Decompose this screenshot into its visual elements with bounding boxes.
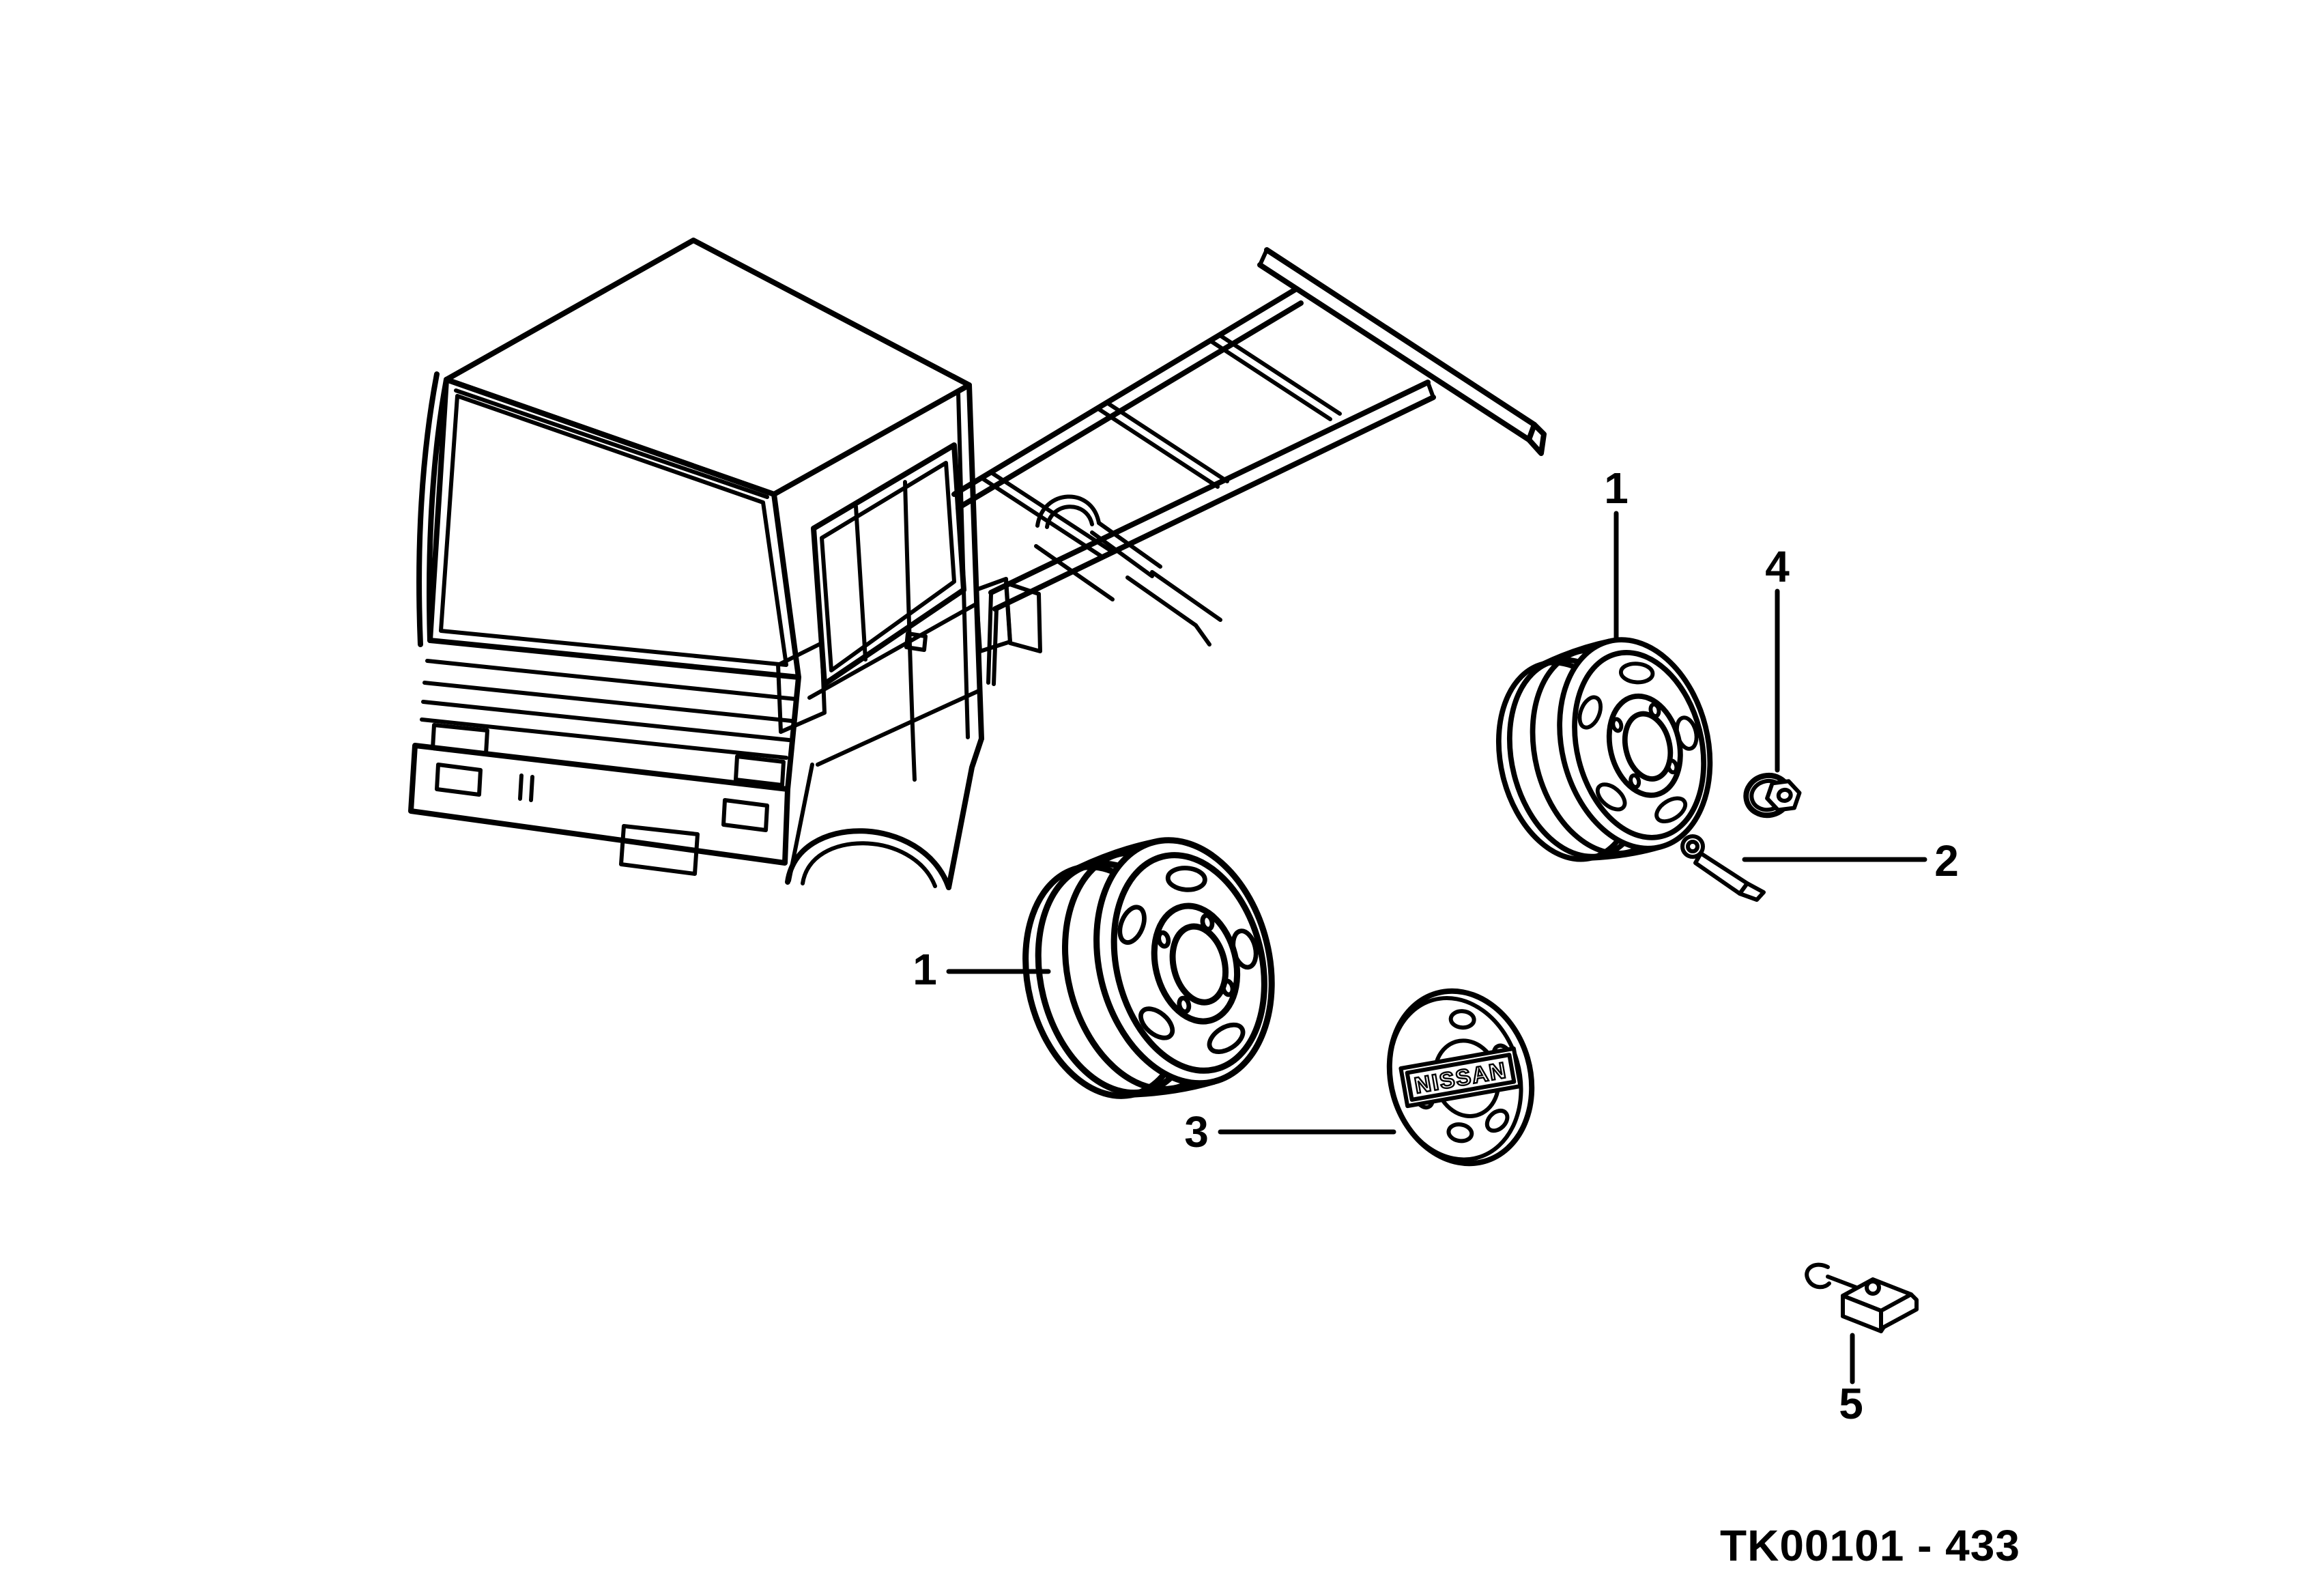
frame-far-rail bbox=[956, 300, 1304, 511]
clip-jaw bbox=[1879, 1292, 1919, 1333]
cab-roof bbox=[444, 238, 972, 497]
drawing-code: TK00101 - 433 bbox=[1720, 1521, 2020, 1570]
chassis-frame-drawing bbox=[951, 247, 1547, 612]
leaf-spring-line bbox=[1034, 544, 1115, 601]
wheel-cover-hole bbox=[1446, 1122, 1474, 1143]
door-handle bbox=[904, 631, 928, 652]
windshield-top-trim bbox=[454, 388, 769, 499]
frame-near-rail bbox=[992, 395, 1436, 612]
callout-label-2: 2 bbox=[1934, 836, 1959, 885]
callout-valve-stem: 2 bbox=[1742, 836, 1959, 885]
wheel-cover-hole bbox=[1484, 1108, 1510, 1133]
callout-front-wheel: 1 bbox=[913, 945, 1051, 994]
rocker-line bbox=[946, 736, 984, 890]
license-plate bbox=[619, 824, 700, 876]
windshield-inner-line bbox=[439, 394, 788, 667]
frame-crossmember bbox=[1095, 406, 1220, 489]
front-bumper bbox=[408, 743, 790, 866]
grille-line bbox=[422, 681, 794, 723]
callout-label-4: 4 bbox=[1765, 542, 1790, 591]
leaf-spring-line bbox=[1150, 570, 1222, 622]
wheel-cover-hole bbox=[1448, 1009, 1476, 1030]
frame-near-rail bbox=[988, 380, 1431, 595]
crossmember-end-cap bbox=[1526, 422, 1547, 456]
door-lower-window bbox=[776, 641, 827, 734]
crossmember-left-tip bbox=[1258, 248, 1269, 267]
frame-crossmember bbox=[1105, 401, 1229, 483]
cab-rear-drop-line bbox=[992, 607, 999, 686]
belt-line bbox=[807, 603, 977, 700]
leaf-spring-line bbox=[1125, 576, 1198, 627]
bumper-step-right bbox=[721, 798, 769, 832]
door-seam bbox=[903, 480, 917, 782]
nut-hex-body bbox=[1765, 779, 1802, 812]
cowl-line bbox=[425, 659, 798, 701]
axle-tube-line bbox=[1090, 530, 1154, 578]
bumper-tick bbox=[518, 773, 523, 801]
vent-window-divider bbox=[854, 505, 867, 662]
frame-crossmember bbox=[1218, 333, 1342, 416]
frame-crossmember bbox=[1208, 339, 1332, 421]
frame-rear-crossmember bbox=[1264, 247, 1537, 427]
cab-rear-drop-line bbox=[986, 592, 993, 685]
nut-center-hole bbox=[1776, 787, 1793, 804]
wheel-nut-drawing bbox=[1743, 772, 1802, 819]
nissan-badge-outer bbox=[1398, 1046, 1523, 1109]
bumper-tick bbox=[529, 775, 534, 802]
front-corner-edge bbox=[785, 674, 801, 792]
clip-knob bbox=[1865, 1279, 1881, 1296]
callout-clip: 5 bbox=[1839, 1333, 1863, 1428]
differential-arc-inner bbox=[1045, 505, 1094, 529]
side-crease-line bbox=[816, 689, 981, 767]
differential-arc bbox=[1035, 494, 1101, 528]
callout-label-5: 5 bbox=[1839, 1379, 1863, 1428]
callout-rear-wheel: 1 bbox=[1604, 464, 1629, 640]
valve-head-inner bbox=[1686, 840, 1699, 853]
windshield-outline bbox=[427, 377, 801, 680]
callout-label-1-rear: 1 bbox=[1604, 464, 1629, 513]
wheel-arch-inner bbox=[801, 841, 937, 888]
callout-label-3: 3 bbox=[1184, 1107, 1209, 1156]
frame-rear-crossmember bbox=[1257, 262, 1532, 442]
near-rail-end-cap bbox=[1426, 380, 1435, 399]
bumper-step-left bbox=[435, 763, 483, 797]
axle-tube-line bbox=[1097, 521, 1162, 569]
truck-cab-drawing bbox=[408, 238, 1042, 890]
callout-label-1-front: 1 bbox=[913, 945, 937, 994]
cab-left-inner-pillar bbox=[427, 377, 449, 643]
callout-wheel-cover: 3 bbox=[1184, 1107, 1396, 1156]
spring-shackle-line bbox=[1194, 623, 1211, 647]
nissan-badge: NISSAN bbox=[1398, 1046, 1523, 1109]
wheel-cover-drawing: NISSAN bbox=[1386, 988, 1535, 1167]
callout-wheel-nut: 4 bbox=[1765, 542, 1790, 773]
clip-drawing bbox=[1805, 1262, 1919, 1333]
valve-tip bbox=[1738, 881, 1766, 902]
rear-axle-drawing bbox=[1034, 494, 1222, 647]
frame-crossmember bbox=[989, 470, 1113, 553]
grille-line bbox=[421, 700, 791, 742]
cab-rear-edge bbox=[966, 382, 984, 741]
cab-left-outer-pillar bbox=[416, 371, 440, 647]
grille-line bbox=[420, 718, 788, 760]
valve-head-outer bbox=[1680, 834, 1705, 859]
valve-body bbox=[1693, 851, 1749, 896]
wheel-arch-outer bbox=[785, 828, 951, 890]
frame-far-rail bbox=[951, 287, 1298, 497]
clip-wire-hook bbox=[1805, 1262, 1831, 1290]
valve-stem-drawing bbox=[1680, 834, 1766, 902]
headlight-right bbox=[734, 754, 786, 787]
nissan-badge-inner bbox=[1405, 1053, 1517, 1102]
door-window bbox=[811, 442, 966, 687]
